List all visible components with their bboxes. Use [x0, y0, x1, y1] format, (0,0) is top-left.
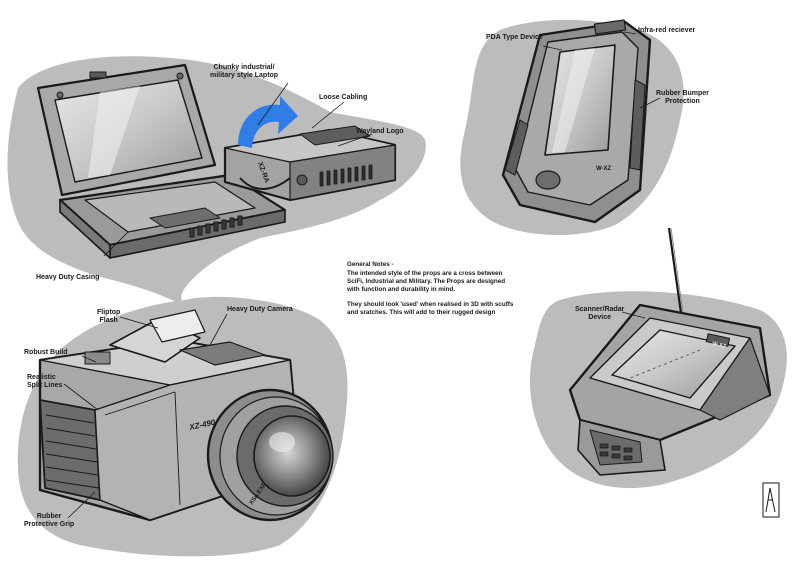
label-fliptop-flash: Fliptop Flash	[97, 309, 120, 325]
general-notes-p1-line1: The intended style of the props are a cr…	[347, 270, 503, 277]
scanner-logo-text: W-XZ	[712, 341, 728, 350]
signature-mark	[762, 482, 780, 518]
general-notes-p2-line2: and sratches. This will add to their rug…	[347, 309, 496, 316]
label-robust-build: Robust Build	[24, 349, 68, 356]
label-infrared-receiver: Infra-red reciever	[638, 27, 696, 34]
label-fliptop-flash-line1: Fliptop	[97, 309, 121, 316]
label-split-lines-line2: Split Lines	[27, 382, 63, 389]
label-rubber-bumper: Rubber Bumper Protection	[656, 90, 709, 106]
leader-lines	[63, 31, 661, 519]
label-pda-type-device: PDA Type Device	[486, 34, 543, 41]
scanner-drawing	[568, 227, 772, 476]
general-notes-p1-line3: with function and durability in mind.	[347, 286, 456, 293]
label-loose-cabling: Loose Cabling	[319, 94, 368, 101]
label-rubber-bumper-line2: Protection	[665, 98, 700, 105]
general-notes-title: General Notes -	[347, 261, 394, 268]
label-laptop-line1: Chunky industrial/	[213, 64, 275, 71]
pda-logo-text: W-XZ	[596, 166, 612, 172]
label-rubber-grip-line1: Rubber	[36, 513, 62, 520]
blue-arrow-icon	[238, 96, 298, 148]
label-rubber-bumper-line1: Rubber Bumper	[656, 90, 709, 97]
pda-drawing	[501, 19, 652, 224]
label-laptop-line2: military style Laptop	[210, 72, 279, 79]
label-split-lines-line1: Realistic	[27, 374, 56, 381]
label-fliptop-flash-line2: Flash	[99, 317, 118, 324]
general-notes-p2-line1: They should look 'used' when realised in…	[347, 301, 514, 308]
label-wayland-logo: Wayland Logo	[356, 128, 404, 135]
general-notes: General Notes - The intended style of th…	[347, 261, 537, 317]
label-laptop: Chunky industrial/ military style Laptop	[210, 64, 278, 80]
label-scanner-radar: Scanner/Radar Device	[575, 306, 624, 322]
label-split-lines: Realistic Split Lines	[27, 374, 62, 390]
laptop-drawing	[36, 63, 397, 259]
general-notes-p1-line2: SciFi, Industrial and Military. The Prop…	[347, 278, 506, 285]
label-rubber-grip-line2: Protective Grip	[24, 521, 75, 528]
camera-drawing	[38, 309, 334, 522]
label-heavy-duty-camera: Heavy Duty Camera	[227, 306, 293, 313]
label-scanner-radar-line2: Device	[588, 314, 611, 321]
label-rubber-grip: Rubber Protective Grip	[24, 513, 74, 529]
label-scanner-radar-line1: Scanner/Radar	[575, 306, 625, 313]
label-heavy-duty-casing: Heavy Duty Casing	[36, 274, 100, 281]
